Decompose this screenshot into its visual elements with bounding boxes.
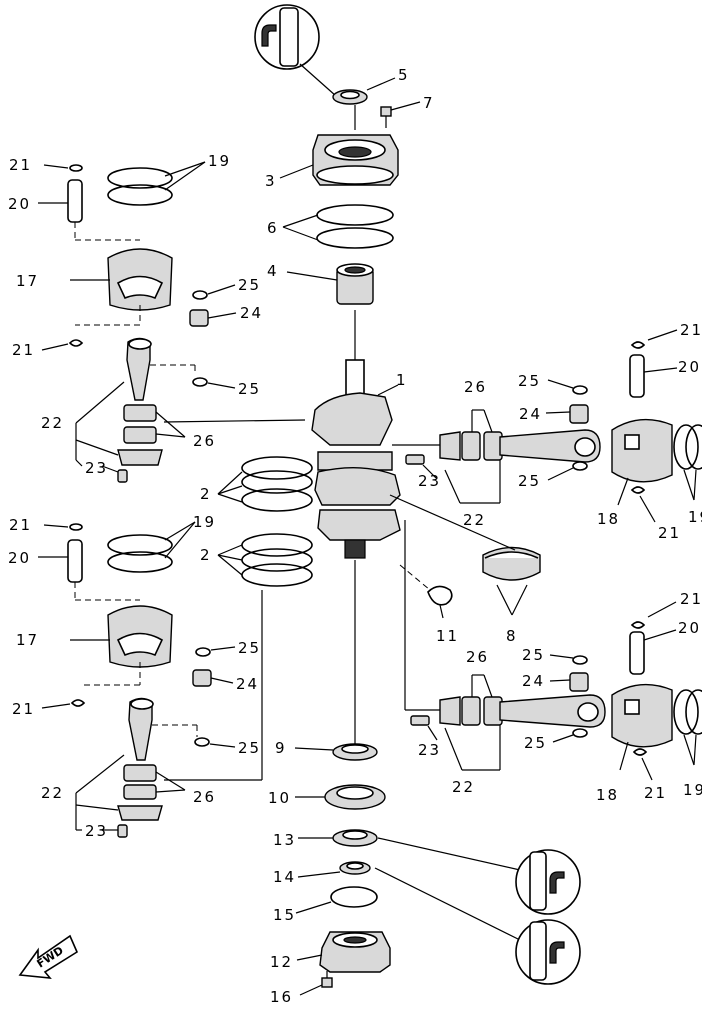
part-label-19d: 19 (683, 781, 702, 799)
part-label-24b: 24 (236, 675, 259, 693)
part-label-9: 9 (275, 739, 287, 757)
part-label-26c: 26 (464, 378, 487, 396)
part-label-5: 5 (398, 66, 410, 84)
retaining-clip-11: 11 (399, 564, 459, 645)
part-label-19b: 19 (193, 513, 216, 531)
part-label-18b: 18 (596, 786, 619, 804)
part-label-20a: 20 (8, 195, 31, 213)
part-label-26b: 26 (193, 788, 216, 806)
part-label-23b: 23 (85, 822, 108, 840)
part-label-7: 7 (423, 94, 435, 112)
part-label-17a: 17 (16, 272, 39, 290)
part-label-19a: 19 (208, 152, 231, 170)
crankshaft-1: 1 (311, 359, 408, 559)
part-label-20d: 20 (678, 619, 701, 637)
part-label-1: 1 (396, 371, 408, 389)
part-label-22d: 22 (452, 778, 475, 796)
part-label-22b: 22 (41, 784, 64, 802)
part-label-14: 14 (273, 868, 296, 886)
seal-9: 9 (275, 739, 378, 761)
right-lower-piston-assembly: 19 21 20 18 21 (596, 590, 702, 804)
part-label-23d: 23 (418, 741, 441, 759)
part-label-25c: 25 (238, 639, 261, 657)
needle-bearing-4: 4 (267, 262, 374, 305)
part-label-26a: 26 (193, 432, 216, 450)
part-label-25d: 25 (238, 739, 261, 757)
upper-bearing-housing-3: 3 (265, 134, 399, 190)
part-label-21a: 21 (9, 156, 32, 174)
part-label-16: 16 (270, 988, 293, 1006)
part-label-25g: 25 (522, 646, 545, 664)
part-label-21b: 21 (12, 341, 35, 359)
part-label-8: 8 (506, 627, 518, 645)
part-label-21h: 21 (644, 784, 667, 802)
part-label-26d: 26 (466, 648, 489, 666)
grease-callout-top (254, 4, 337, 97)
part-label-25b: 25 (238, 380, 261, 398)
part-label-24a: 24 (240, 304, 263, 322)
part-label-18a: 18 (597, 510, 620, 528)
part-label-3: 3 (265, 172, 277, 190)
grease-callout-bottom-1 (515, 849, 581, 915)
gasket-15: 15 (273, 886, 378, 924)
ball-bearing-10: 10 (268, 784, 386, 810)
part-label-15: 15 (273, 906, 296, 924)
part-label-22a: 22 (41, 414, 64, 432)
part-label-24d: 24 (522, 672, 545, 690)
ring-set-2: 2 2 (200, 456, 313, 587)
part-label-24c: 24 (519, 405, 542, 423)
left-lower-piston-assembly: 19 21 20 17 21 25 24 25 (8, 513, 263, 840)
part-label-25h: 25 (524, 734, 547, 752)
part-label-21g: 21 (680, 590, 702, 608)
part-label-4: 4 (267, 262, 279, 280)
part-label-2b: 2 (200, 546, 212, 564)
part-label-23c: 23 (418, 472, 441, 490)
part-label-20c: 20 (678, 358, 701, 376)
seal-14: 14 (273, 861, 521, 941)
part-label-2a: 2 (200, 485, 212, 503)
part-label-20b: 20 (8, 549, 31, 567)
o-rings-6: 6 (267, 204, 394, 249)
part-label-25f: 25 (518, 472, 541, 490)
part-label-6: 6 (267, 219, 279, 237)
part-label-21e: 21 (680, 321, 702, 339)
part-label-11: 11 (436, 627, 459, 645)
part-label-10: 10 (268, 789, 291, 807)
bolt-16: 16 (270, 971, 333, 1006)
bolt-7: 7 (380, 94, 435, 128)
right-upper-piston-assembly: 19 21 20 18 21 (597, 321, 702, 542)
main-bearing-8: 8 (389, 494, 541, 645)
oil-seal-5: 5 (332, 66, 410, 105)
part-label-21f: 21 (658, 524, 681, 542)
forward-direction-arrow: FWD (18, 934, 79, 979)
right-upper-conrod-assembly: 26 25 24 25 23 22 (392, 372, 601, 529)
part-label-19c: 19 (688, 508, 702, 526)
part-label-13: 13 (273, 831, 296, 849)
part-label-22c: 22 (463, 511, 486, 529)
right-lower-conrod-assembly: 26 25 24 25 23 22 (404, 520, 606, 796)
part-label-25a: 25 (238, 276, 261, 294)
part-label-21d: 21 (12, 700, 35, 718)
part-label-17b: 17 (16, 631, 39, 649)
part-label-25e: 25 (518, 372, 541, 390)
part-label-12: 12 (270, 953, 293, 971)
grease-callout-bottom-2 (515, 919, 581, 985)
lower-housing-12: 12 (270, 931, 391, 973)
part-label-23a: 23 (85, 459, 108, 477)
left-upper-piston-assembly: 19 21 20 17 21 25 24 25 (8, 152, 306, 483)
part-label-21c: 21 (9, 516, 32, 534)
seal-13: 13 (273, 829, 521, 871)
